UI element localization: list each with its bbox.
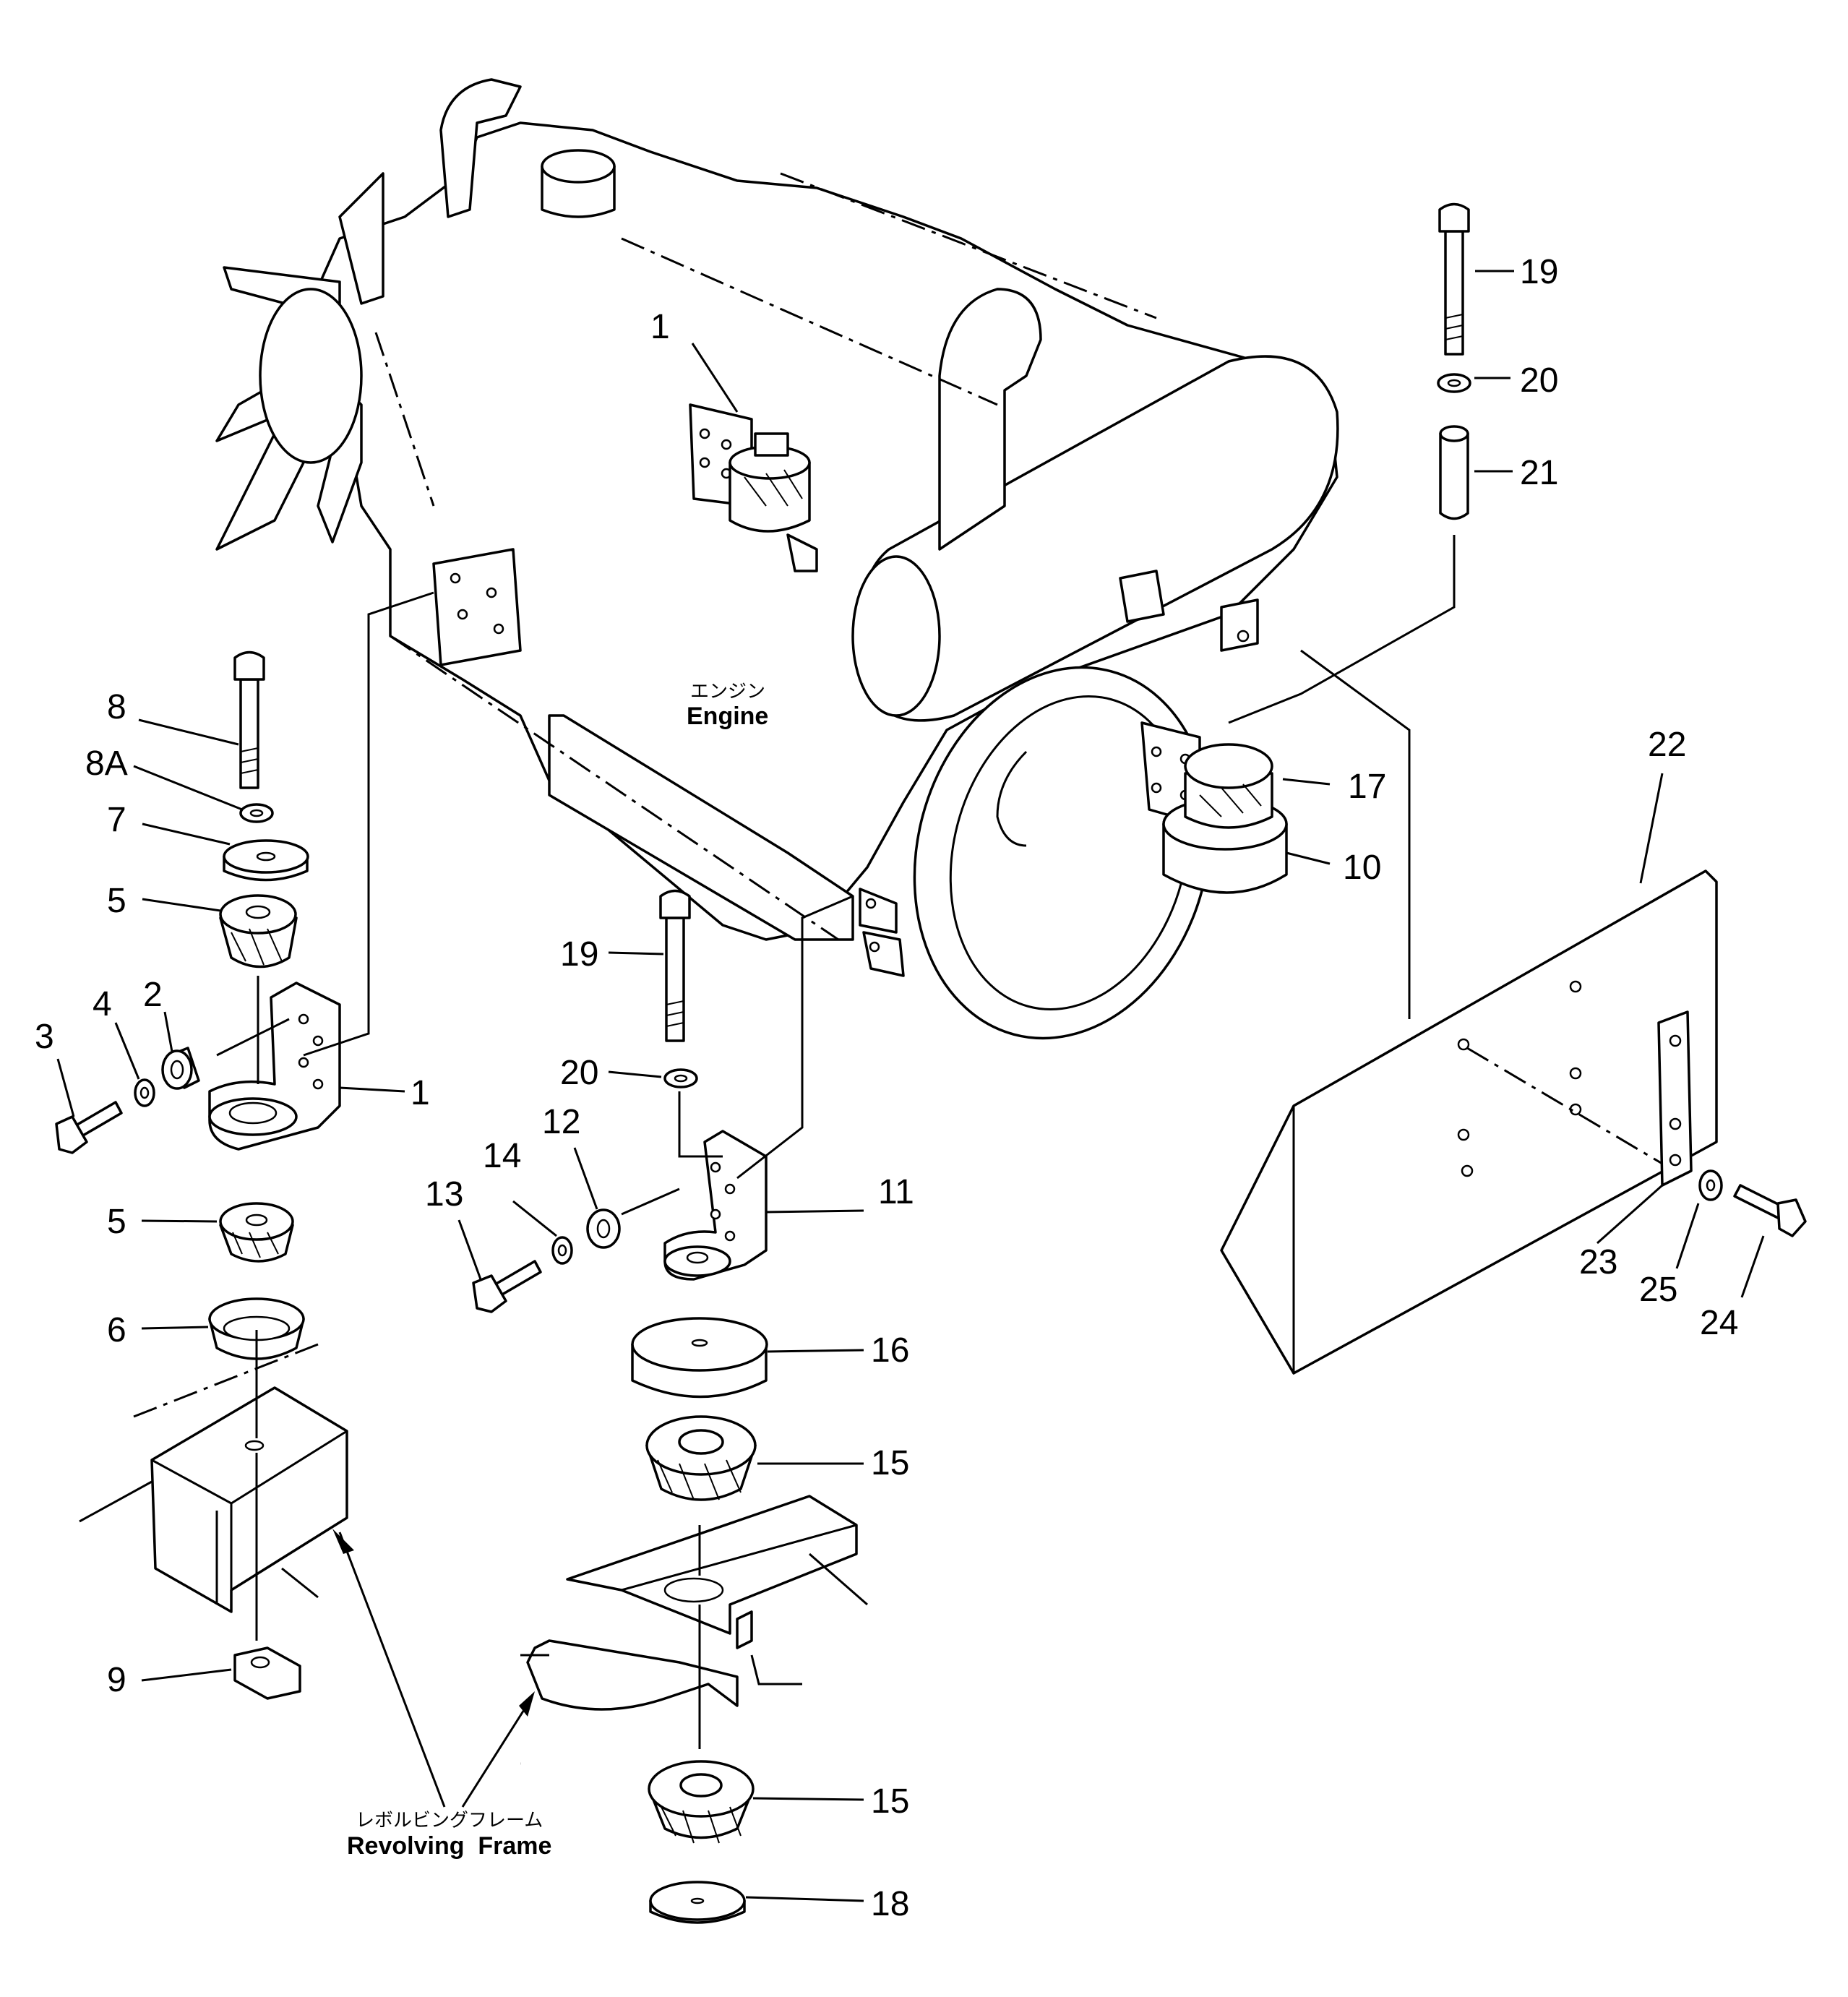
engine-caption: Engine xyxy=(687,703,768,730)
callout-16: 16 xyxy=(871,1331,909,1370)
right-side-parts xyxy=(1220,202,1807,1375)
left-mount-stack xyxy=(55,591,434,1700)
callout-19-center: 19 xyxy=(560,935,598,974)
callout-3: 3 xyxy=(35,1018,54,1056)
callout-5-lower: 5 xyxy=(107,1203,126,1241)
callout-6: 6 xyxy=(107,1311,126,1349)
callout-15-lower: 15 xyxy=(871,1782,909,1821)
captions: エンジン Engine レボルビングフレーム Revolving Frame xyxy=(347,680,768,1860)
callout-1-upper: 1 xyxy=(650,308,670,346)
revolving-frame-caption-jp: レボルビングフレーム xyxy=(356,1809,543,1831)
callout-25: 25 xyxy=(1639,1271,1677,1309)
callout-labels: 1 1 2 3 4 5 5 6 7 8 8A 9 10 11 12 13 14 … xyxy=(35,253,1738,1923)
callout-17: 17 xyxy=(1348,768,1386,806)
callout-18: 18 xyxy=(871,1885,909,1923)
callout-4: 4 xyxy=(93,985,112,1023)
callout-24: 24 xyxy=(1700,1304,1738,1342)
callout-23: 23 xyxy=(1579,1243,1617,1281)
revolving-frame-caption: Revolving Frame xyxy=(347,1832,551,1860)
callout-5-upper: 5 xyxy=(107,882,126,920)
callout-8: 8 xyxy=(107,688,126,726)
callout-19-right: 19 xyxy=(1520,253,1558,291)
callout-9: 9 xyxy=(107,1661,126,1699)
revolving-frame-arrows xyxy=(332,1529,535,1808)
callout-21: 21 xyxy=(1520,454,1558,492)
callout-12: 12 xyxy=(542,1103,580,1141)
callout-2: 2 xyxy=(143,976,163,1014)
engine-caption-jp: エンジン xyxy=(690,680,765,702)
callout-11: 11 xyxy=(878,1173,914,1211)
callout-22: 22 xyxy=(1648,726,1686,764)
callout-20-center: 20 xyxy=(560,1054,598,1092)
callout-15-upper: 15 xyxy=(871,1444,909,1482)
callout-8A: 8A xyxy=(85,744,128,783)
leader-lines xyxy=(56,270,1765,1902)
callout-20-right: 20 xyxy=(1520,361,1558,400)
callout-1-lower: 1 xyxy=(411,1074,430,1112)
engine-illustration xyxy=(215,78,1339,1040)
callout-13: 13 xyxy=(425,1175,463,1214)
callout-7: 7 xyxy=(107,801,126,839)
center-mount-stack xyxy=(472,889,868,1924)
callout-10: 10 xyxy=(1343,849,1381,887)
callout-14: 14 xyxy=(483,1137,521,1175)
